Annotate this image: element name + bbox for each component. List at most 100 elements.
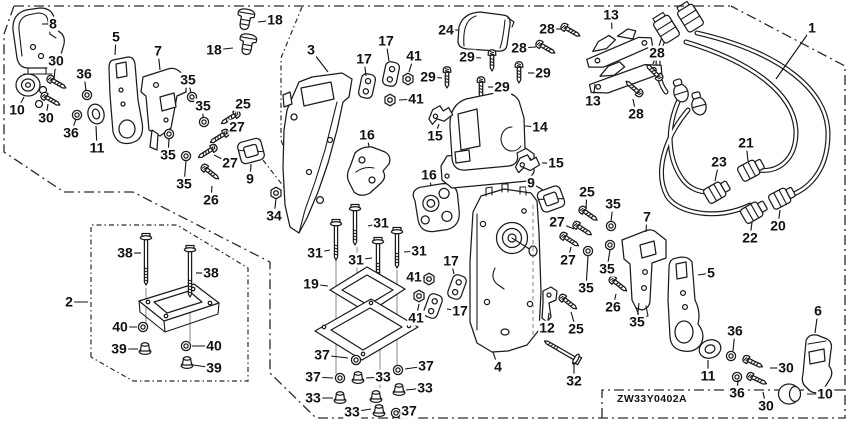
- part-36-washer: [725, 350, 737, 362]
- part-17-damper: [381, 60, 401, 88]
- callout-6: 6: [813, 302, 823, 319]
- part-6-handle-bracket: [801, 334, 833, 394]
- callout-37: 37: [304, 368, 322, 385]
- part-40-washer: [137, 321, 149, 333]
- border-region-2: [90, 224, 249, 382]
- part-3-mount-plate: [282, 72, 353, 234]
- part-37-washer: [334, 372, 346, 384]
- callout-37: 37: [400, 402, 418, 419]
- diagram-code: ZW33Y0402A: [617, 393, 687, 405]
- callout-11: 11: [88, 139, 106, 156]
- callout-41: 41: [407, 90, 425, 107]
- callout-39: 39: [110, 340, 128, 357]
- callout-30: 30: [757, 397, 775, 414]
- callout-36: 36: [728, 384, 746, 401]
- part-9-grommet-left: [235, 136, 267, 166]
- callout-35: 35: [577, 279, 595, 296]
- callout-17: 17: [355, 50, 373, 67]
- part-29-screw: [487, 49, 497, 72]
- callout-11: 11: [699, 367, 717, 384]
- callout-35: 35: [604, 195, 622, 212]
- callout-25: 25: [567, 320, 585, 337]
- callout-18: 18: [205, 41, 223, 58]
- part-26-screw: [606, 274, 630, 295]
- callout-20: 20: [769, 217, 787, 234]
- callout-32: 32: [565, 372, 583, 389]
- callout-28: 28: [648, 44, 666, 61]
- part-2-adapter-plate: [138, 283, 220, 333]
- callout-5: 5: [706, 264, 716, 281]
- callout-3: 3: [306, 41, 316, 58]
- callout-19: 19: [302, 275, 320, 292]
- callout-36: 36: [726, 322, 744, 339]
- part-30-screw: [741, 353, 765, 371]
- callout-10: 10: [816, 385, 834, 402]
- callout-17: 17: [377, 32, 395, 49]
- part-5-lever-arm-left: [108, 56, 144, 145]
- callout-29: 29: [419, 68, 437, 85]
- part-1-connector-b: [673, 0, 706, 34]
- callout-21: 21: [737, 134, 755, 151]
- part-35-washer: [163, 128, 175, 140]
- part-10-knob-right: [777, 383, 802, 405]
- part-36-washer: [731, 371, 743, 383]
- part-34-nut: [270, 186, 282, 200]
- part-1-wire-harness: [649, 0, 831, 226]
- callout-17: 17: [442, 252, 460, 269]
- part-39-nut: [138, 342, 152, 356]
- part-27-screw: [207, 127, 232, 147]
- callout-15: 15: [426, 127, 444, 144]
- callout-23: 23: [710, 153, 728, 170]
- part-35-washer: [582, 245, 594, 257]
- part-27-screw: [570, 219, 595, 239]
- part-16-rubber-mount-b: [412, 182, 460, 233]
- part-31-bolt: [329, 218, 343, 261]
- part-23-connector: [701, 177, 733, 206]
- part-38-bolt: [139, 232, 153, 286]
- part-36-washer: [81, 89, 93, 101]
- part-11-collar-right: [698, 339, 722, 359]
- callout-35: 35: [598, 260, 616, 277]
- part-25-screw: [556, 292, 580, 313]
- callout-38: 38: [116, 244, 134, 261]
- callout-40: 40: [111, 318, 129, 335]
- callout-30: 30: [37, 109, 55, 126]
- callout-13: 13: [602, 6, 620, 23]
- callout-37: 37: [417, 357, 435, 374]
- callout-37: 37: [313, 346, 331, 363]
- callout-31: 31: [372, 214, 390, 231]
- callout-27: 27: [221, 154, 239, 171]
- part-5-lever-arm-right: [667, 256, 704, 352]
- callout-27: 27: [228, 118, 246, 135]
- callout-33: 33: [304, 389, 322, 406]
- callout-33: 33: [343, 403, 361, 420]
- part-27-screw: [195, 142, 220, 162]
- callout-7: 7: [642, 208, 652, 225]
- part-35-washer: [604, 239, 616, 251]
- part-28-screw: [558, 21, 583, 40]
- callout-10: 10: [8, 101, 26, 118]
- callout-29: 29: [534, 64, 552, 81]
- callout-33: 33: [416, 379, 434, 396]
- callout-29: 29: [493, 78, 511, 95]
- part-37-washer: [350, 354, 362, 366]
- part-35-washer: [198, 116, 210, 128]
- part-12-bracket: [541, 286, 558, 323]
- part-29-screw: [514, 61, 524, 84]
- callout-41: 41: [407, 309, 425, 326]
- callout-9: 9: [526, 174, 536, 191]
- callout-31: 31: [410, 242, 428, 259]
- callout-36: 36: [62, 124, 80, 141]
- part-7-bracket-right: [621, 229, 667, 319]
- callout-15: 15: [547, 154, 565, 171]
- callout-25: 25: [234, 95, 252, 112]
- callout-30: 30: [47, 52, 65, 69]
- part-4-control-body: [469, 183, 542, 353]
- part-41-nut: [413, 289, 425, 303]
- callout-39: 39: [205, 359, 223, 376]
- part-35-washer: [180, 150, 192, 162]
- part-30-screw: [44, 73, 69, 92]
- part-32-bolt: [541, 335, 584, 367]
